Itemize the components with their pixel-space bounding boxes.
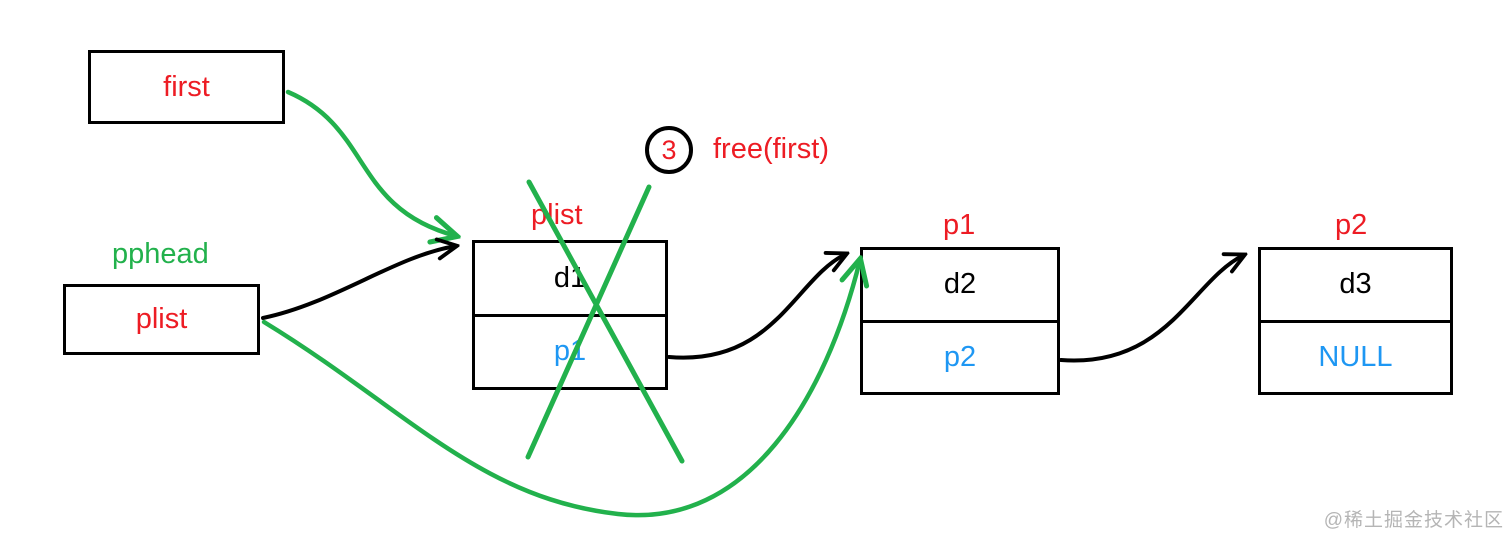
node2-next-cell: p2: [863, 319, 1057, 393]
first-pointer-label: first: [163, 70, 210, 103]
arrow-node1-to-node2: [667, 254, 846, 360]
node1-data-cell: d1: [553, 261, 587, 294]
node3: d3 NULL: [1258, 247, 1453, 395]
node2-data-cell: d2: [943, 268, 977, 301]
step-number-circle: 3: [645, 126, 693, 174]
node1-next-cell: p1: [475, 313, 665, 388]
node3-data-cell: d3: [1339, 268, 1372, 301]
node2-title: p1: [943, 209, 976, 241]
node3-title: p2: [1335, 209, 1368, 241]
step-number: 3: [661, 134, 677, 165]
watermark: @稀土掘金技术社区: [1323, 510, 1504, 531]
arrow-node2-to-node3: [1059, 255, 1244, 363]
arrow-plist-to-node1: [261, 246, 456, 320]
node1: d1 p1: [472, 240, 668, 390]
node1-title: plist: [531, 199, 583, 231]
first-pointer-box: first: [88, 50, 285, 124]
free-first-label: free(first): [713, 133, 829, 165]
plist-pointer-box: plist: [63, 284, 260, 355]
node3-next-cell: NULL: [1261, 319, 1450, 393]
pphead-label: pphead: [112, 238, 209, 270]
node2: d2 p2: [860, 247, 1060, 395]
plist-pointer-label: plist: [135, 303, 188, 335]
arrow-first-to-node1: [285, 89, 456, 236]
